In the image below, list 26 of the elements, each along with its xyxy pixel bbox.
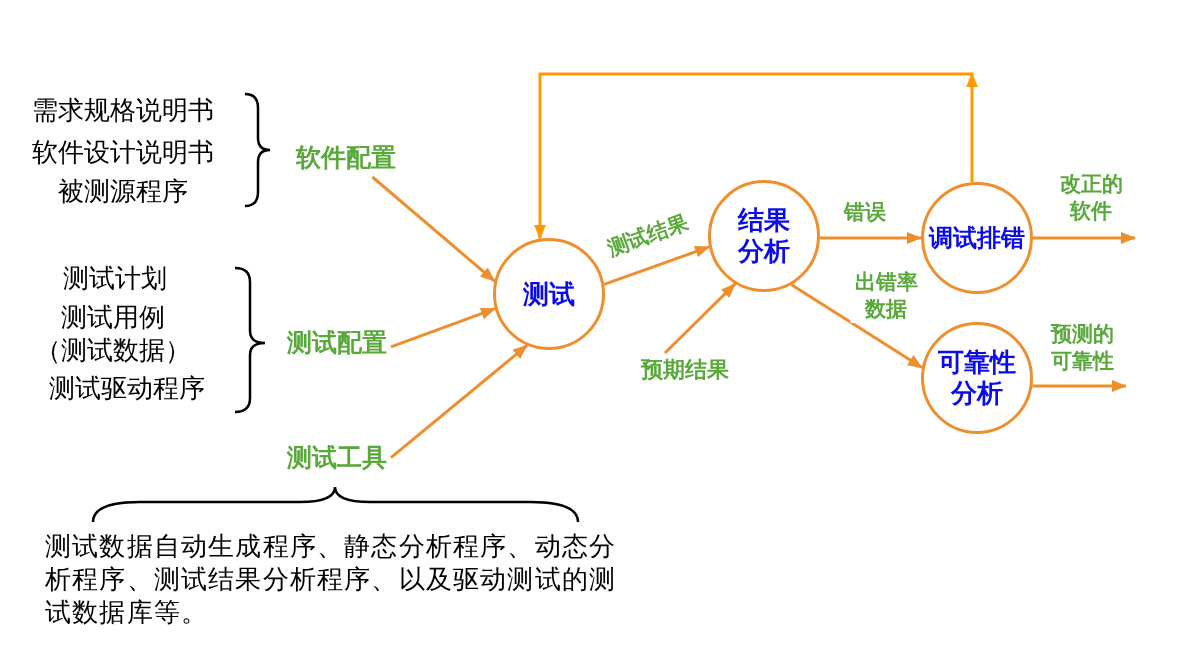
text-label: 需求规格说明书	[32, 95, 214, 125]
node-label: 测试	[522, 278, 576, 310]
description-text: 测试数据自动生成程序、静态分析程序、动态分析程序、测试结果分析程序、以及驱动测试的测试数据库等。	[45, 530, 618, 629]
text-label: 被测源程序	[58, 176, 188, 206]
node-label: 可靠性分析	[937, 347, 1017, 409]
node-label: 预期结果	[637, 353, 733, 387]
arrow	[1032, 380, 1127, 392]
text-label: 测试用例	[61, 302, 165, 332]
arrow	[1033, 232, 1136, 244]
arrow	[790, 283, 923, 369]
node-label: 测试配置	[283, 324, 391, 362]
text-label: 软件设计说明书	[32, 137, 214, 167]
arrow	[371, 175, 496, 283]
text-label: 测试计划	[63, 263, 167, 293]
node-label: 调试排错	[927, 222, 1026, 254]
text-label: 测试驱动程序	[49, 373, 205, 403]
node-label: 测试工具	[283, 439, 391, 477]
text-label: （测试数据）	[35, 335, 191, 365]
arrow	[820, 232, 922, 244]
arrow	[603, 245, 711, 286]
node-label: 软件配置	[292, 139, 400, 177]
arrow	[663, 282, 737, 355]
node-label: 结果分析	[736, 205, 791, 267]
arrow	[390, 344, 528, 459]
arrow	[534, 72, 974, 240]
arrow	[390, 307, 496, 349]
